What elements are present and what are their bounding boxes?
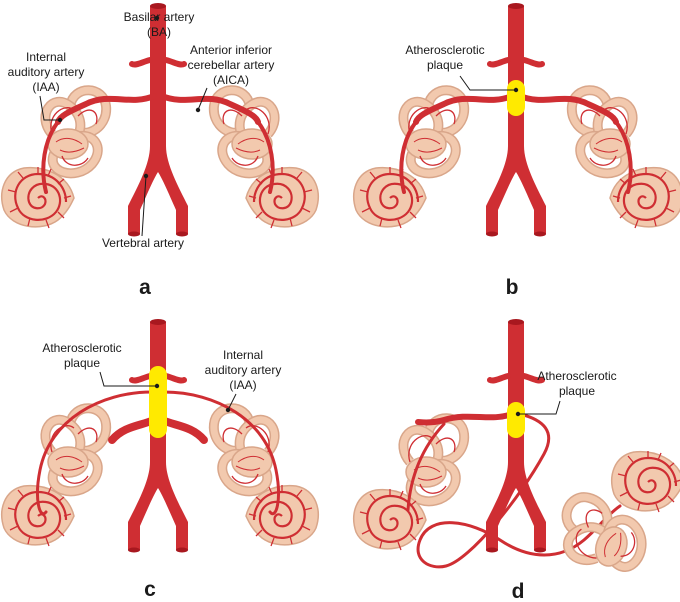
label-iaa-3: (IAA)	[32, 80, 59, 94]
label-iaa-c-1: Internal	[223, 348, 263, 362]
label-aica-3: (AICA)	[213, 73, 249, 87]
label-iaa-c-3: (IAA)	[229, 378, 256, 392]
label-plaque-b-2: plaque	[427, 58, 463, 72]
plaque-c	[149, 366, 167, 438]
panel-b: Atherosclerotic plaque b	[352, 3, 680, 299]
label-aica-1: Anterior inferior	[190, 43, 272, 57]
panel-letter-d: d	[512, 580, 525, 602]
panel-d: Atherosclerotic plaque d	[352, 319, 680, 602]
label-plaque-c-1: Atherosclerotic	[42, 341, 121, 355]
panel-a: Basilar artery (BA) Internal auditory ar…	[0, 3, 320, 299]
label-plaque-b-1: Atherosclerotic	[405, 43, 484, 57]
label-plaque-d-2: plaque	[559, 384, 595, 398]
label-vertebral: Vertebral artery	[102, 236, 184, 250]
plaque-b	[507, 80, 525, 116]
label-ba-2: (BA)	[147, 25, 171, 39]
panel-c: Atherosclerotic plaque Internal auditory…	[0, 319, 320, 601]
label-plaque-c-2: plaque	[64, 356, 100, 370]
label-aica-2: cerebellar artery	[188, 58, 275, 72]
panel-letter-b: b	[506, 276, 519, 299]
label-plaque-d-1: Atherosclerotic	[537, 369, 616, 383]
label-iaa-c-2: auditory artery	[205, 363, 282, 377]
label-iaa-1: Internal	[26, 50, 66, 64]
panel-letter-a: a	[139, 276, 151, 299]
label-iaa-2: auditory artery	[8, 65, 85, 79]
plaque-d	[507, 402, 525, 438]
panel-letter-c: c	[144, 578, 156, 601]
label-ba-1: Basilar artery	[124, 10, 195, 24]
